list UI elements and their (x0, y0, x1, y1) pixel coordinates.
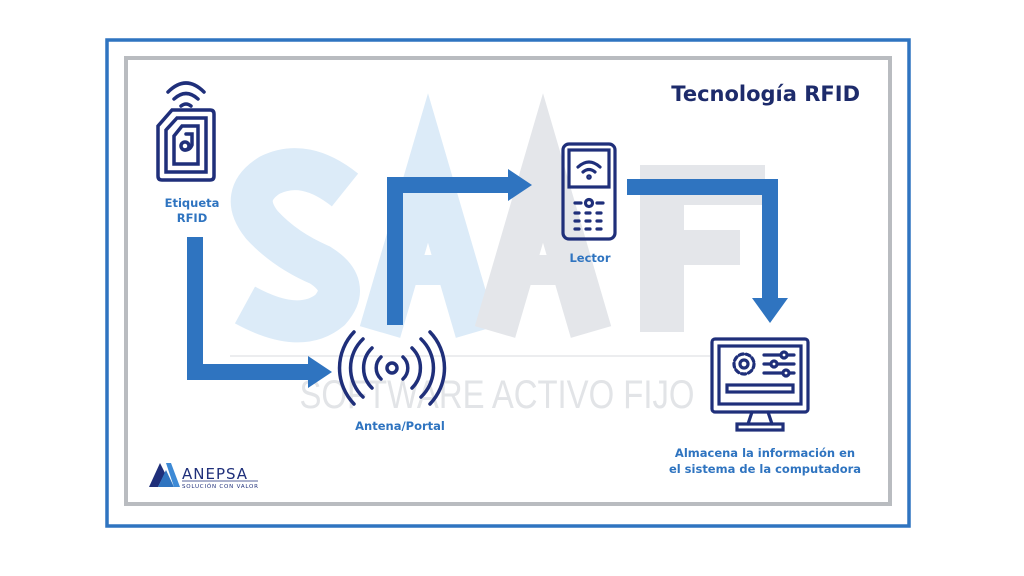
arrowhead-antenna (308, 356, 332, 388)
flow-arrows (187, 177, 778, 380)
arrowhead-reader (508, 169, 532, 201)
computer-settings-icon (710, 337, 810, 432)
arrow-antenna-to-reader (387, 177, 512, 325)
rfid-tag-icon (156, 81, 216, 182)
tag-label-line2: RFID (177, 211, 208, 225)
arrowhead-computer (752, 298, 788, 323)
handheld-reader-icon (561, 142, 617, 241)
watermark-letter-s (230, 148, 360, 343)
tag-label-line1: Etiqueta (165, 196, 220, 210)
anepsa-logo: ANEPSA SOLUCIÓN CON VALOR (149, 463, 258, 490)
arrow-reader-to-computer (627, 179, 778, 298)
page-title: Tecnología RFID (671, 82, 860, 106)
logo-tagline: SOLUCIÓN CON VALOR (182, 483, 258, 490)
inner-frame (124, 56, 892, 506)
logo-name: ANEPSA (182, 465, 248, 483)
watermark-letter-a2 (474, 93, 612, 338)
computer-label-line2: el sistema de la computadora (669, 462, 861, 476)
computer-label-line1: Almacena la información en (675, 446, 855, 460)
outer-frame (105, 38, 911, 528)
antenna-icon (337, 330, 447, 406)
reader-label: Lector (569, 251, 610, 265)
arrow-tag-to-antenna (187, 237, 312, 380)
antenna-label: Antena/Portal (355, 419, 445, 433)
